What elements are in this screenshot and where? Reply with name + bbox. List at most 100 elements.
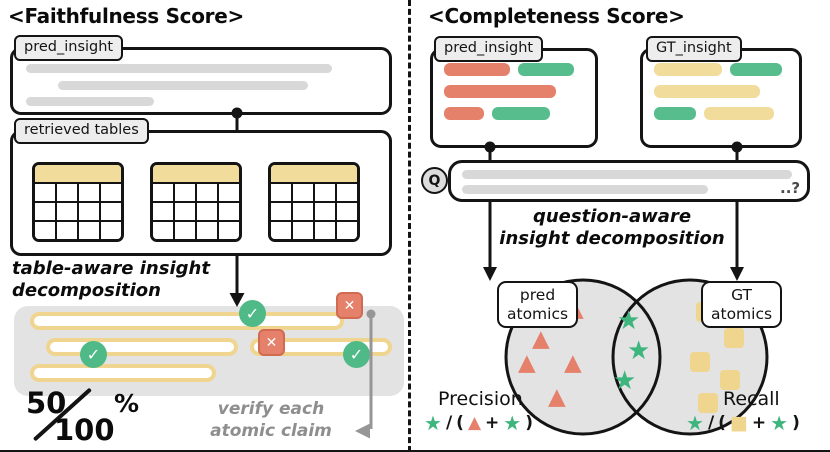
gt-claim-bar [654, 107, 696, 120]
label-line: GT [731, 286, 752, 304]
gt-claim-bar [704, 107, 774, 120]
table-cell [195, 222, 217, 239]
yellow-square-icon [724, 328, 744, 348]
slash-glyph: / [445, 413, 453, 433]
table-cell [217, 222, 239, 239]
table-cell [335, 222, 357, 239]
precision-label: Precision [438, 388, 523, 410]
table-header-row [35, 165, 121, 182]
label-line: atomics [711, 304, 773, 323]
table-cell [35, 203, 55, 220]
green-star-icon: ★ [617, 306, 641, 336]
yellow-square-icon [720, 370, 740, 390]
open-paren-glyph: ( [718, 413, 726, 433]
panel-divider [408, 0, 411, 452]
cross-icon: ✕ [258, 329, 285, 356]
verify-line: verify each [217, 399, 325, 419]
retrieved-tables-tag: retrieved tables [14, 118, 149, 144]
table-cell [99, 203, 121, 220]
pred-claim-bar [444, 63, 510, 76]
question-badge: Q [421, 167, 448, 194]
table-cell [77, 184, 99, 201]
green-star-icon: ★ [613, 366, 637, 396]
gt-claim-bar [654, 85, 760, 98]
table-cell [335, 203, 357, 220]
table-cell [55, 184, 77, 201]
check-icon: ✓ [343, 341, 370, 368]
label-line: pred [519, 286, 556, 304]
table-row [153, 182, 239, 201]
table-cell [291, 203, 313, 220]
text-line-bar [26, 64, 332, 73]
yellow-square-icon: ■ [729, 412, 748, 434]
pred-claim-bar [518, 63, 574, 76]
table-cell [99, 184, 121, 201]
check-icon: ✓ [239, 300, 266, 327]
table-cell [99, 222, 121, 239]
table-cell [195, 184, 217, 201]
table-header-row [153, 165, 239, 182]
table-row [271, 220, 357, 239]
table-cell [55, 203, 77, 220]
slash-glyph: / [707, 413, 715, 433]
question-aware-decomposition-caption: question-aware insight decomposition [492, 206, 732, 250]
gt-claim-bar [730, 63, 782, 76]
table-cell [153, 184, 173, 201]
green-star-icon: ★ [503, 411, 522, 435]
table-header-row [271, 165, 357, 182]
question-box [448, 160, 810, 202]
table-row [271, 201, 357, 220]
table-cell [271, 222, 291, 239]
gt-circle-outline [611, 278, 769, 436]
table-cell [55, 222, 77, 239]
green-star-icon: ★ [424, 411, 442, 435]
red-triangle-icon: ▲ [564, 350, 582, 376]
red-triangle-icon: ▲ [467, 413, 482, 433]
table-cell [153, 203, 173, 220]
green-star-icon: ★ [686, 411, 704, 435]
table-icon [150, 162, 242, 242]
green-star-icon: ★ [627, 336, 651, 366]
score-percent: % [114, 389, 140, 418]
table-cell [313, 184, 335, 201]
question-ellipsis: ..? [780, 179, 801, 197]
recall-label: Recall [723, 388, 780, 410]
table-cell [291, 184, 313, 201]
pred-insight-tag-right: pred_insight [434, 36, 544, 62]
table-icon [268, 162, 360, 242]
red-triangle-icon: ▲ [518, 350, 536, 376]
check-icon: ✓ [80, 341, 107, 368]
green-star-icon: ★ [770, 411, 789, 435]
table-cell [335, 184, 357, 201]
text-line-bar [26, 97, 154, 106]
table-cell [291, 222, 313, 239]
table-cell [271, 184, 291, 201]
verify-line: atomic claim [210, 421, 332, 442]
yellow-square-icon [698, 393, 718, 413]
atomic-claim-pill [30, 312, 344, 330]
gt-insight-tag: GT_insight [646, 36, 742, 62]
table-cell [153, 222, 173, 239]
table-cell [217, 203, 239, 220]
yellow-square-icon [690, 352, 710, 372]
faithfulness-title: <Faithfulness Score> [8, 4, 244, 28]
question-text-bar [462, 185, 708, 194]
pred-atomics-label: pred atomics [497, 281, 579, 329]
table-cell [35, 184, 55, 201]
atomic-claim-pill [30, 364, 216, 382]
gt-claim-bar [654, 63, 722, 76]
score-denominator: 100 [54, 413, 115, 447]
table-cell [217, 184, 239, 201]
table-cell [173, 184, 195, 201]
red-triangle-icon: ▲ [548, 384, 566, 410]
caption-line: table-aware insight [12, 258, 210, 279]
close-paren-glyph: ) [525, 413, 533, 433]
open-paren-glyph: ( [456, 413, 464, 433]
label-line: atomics [507, 304, 569, 323]
caption-line: decomposition [12, 279, 161, 301]
table-cell [77, 222, 99, 239]
pred-insight-tag: pred_insight [14, 35, 124, 61]
pred-claim-bar [444, 107, 484, 120]
text-line-bar [58, 81, 308, 90]
